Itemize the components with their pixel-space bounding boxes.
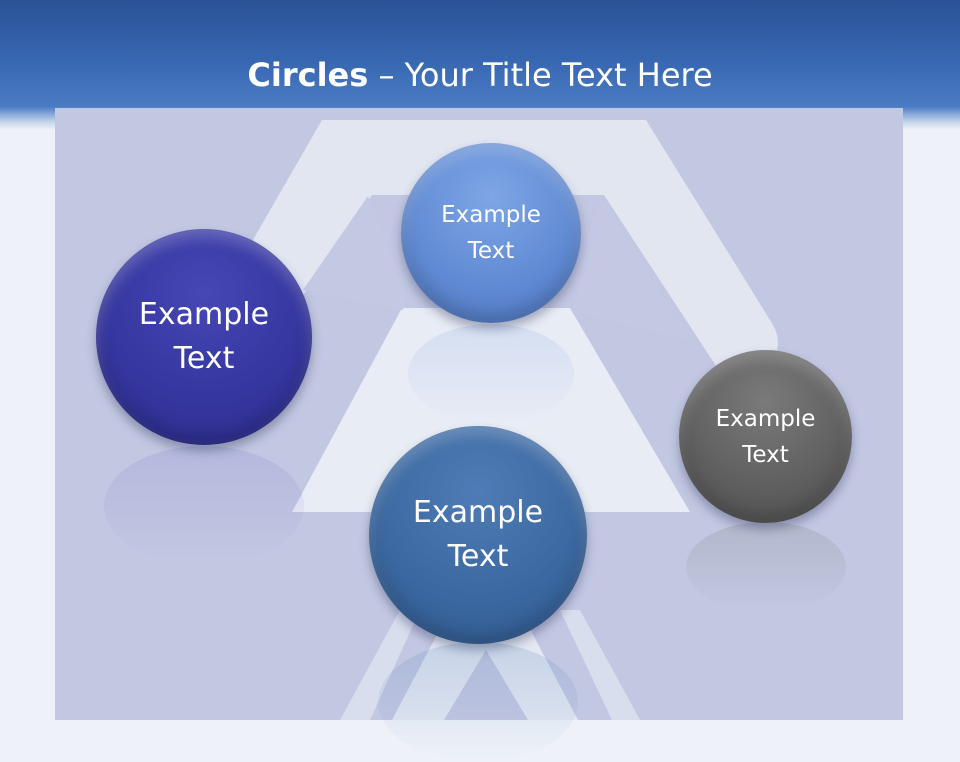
circle-bottom-line1: Example — [412, 495, 544, 530]
circle-bottom-line2: Text — [447, 539, 509, 574]
reflection-top — [408, 324, 574, 424]
right-notch — [572, 196, 690, 340]
lower-chevron-right — [560, 610, 640, 720]
circle-right-line1: Example — [715, 405, 816, 432]
title-bold: Circles — [247, 56, 369, 94]
slide-title: Circles – Your Title Text Here — [0, 54, 960, 96]
circle-left-line2: Text — [173, 341, 235, 376]
inner-triangle — [292, 308, 690, 512]
circle-top-line2: Text — [467, 238, 515, 264]
lower-chevron — [392, 610, 578, 720]
circle-top-line1: Example — [441, 202, 541, 228]
reflection-left — [104, 446, 304, 566]
circle-left-line1: Example — [138, 297, 270, 332]
circle-right-line2: Text — [742, 441, 789, 468]
title-rest: – Your Title Text Here — [368, 56, 713, 94]
outer-chevron — [250, 120, 778, 372]
reflection-right — [686, 522, 846, 612]
reflection-bottom — [378, 642, 578, 762]
lower-chevron-left — [340, 610, 420, 720]
arrow-shapes — [250, 120, 778, 720]
left-notch — [303, 196, 406, 310]
